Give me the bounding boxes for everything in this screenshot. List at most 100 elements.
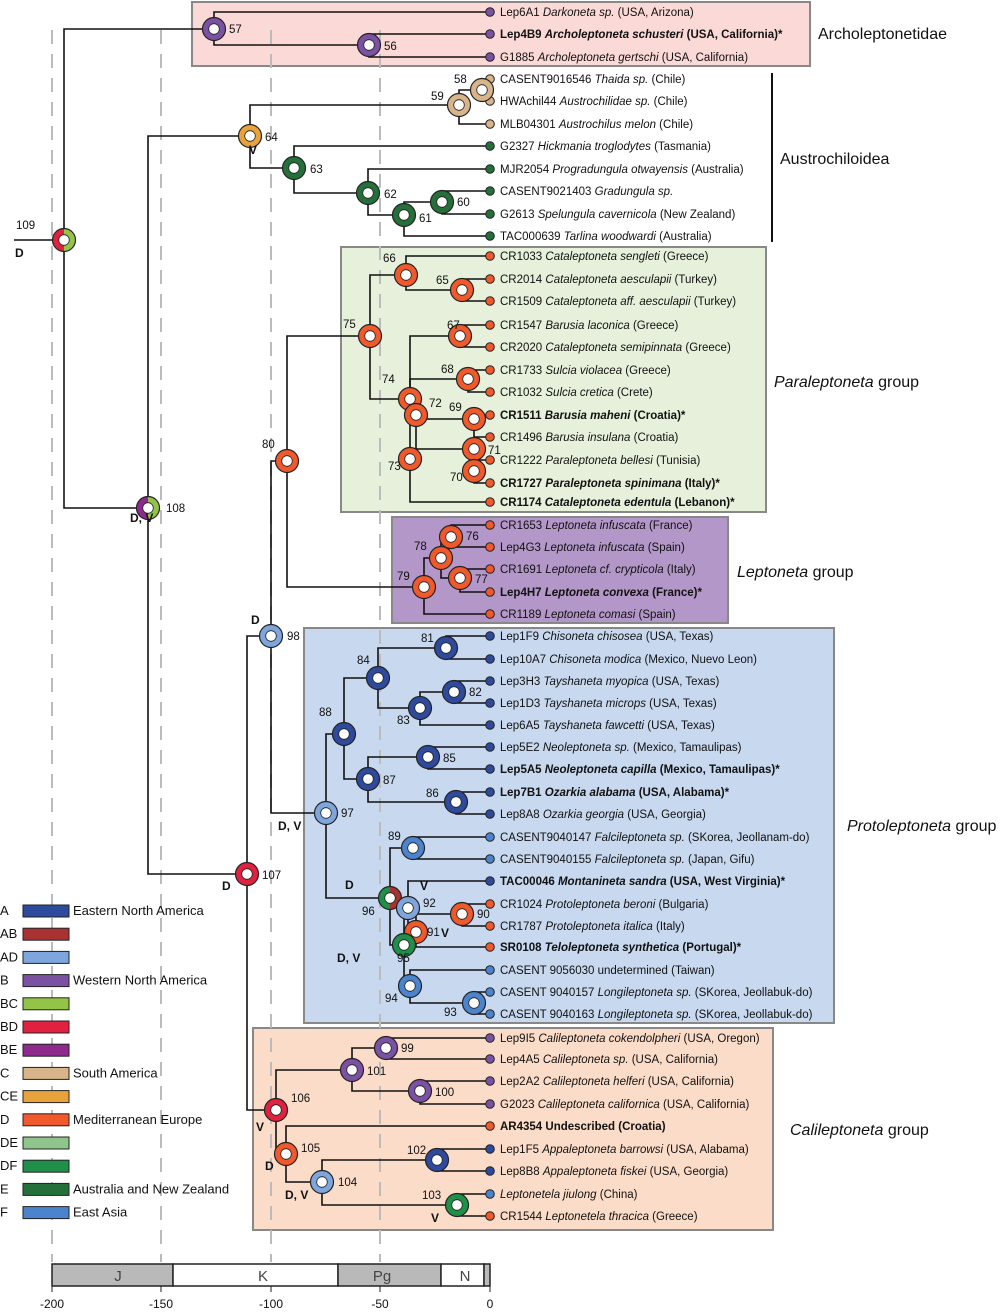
tip-dot [485, 164, 495, 174]
node-label: 75 [343, 319, 356, 331]
tip-label: CASENT9016546 Thaida sp. (Chile) [500, 74, 686, 86]
tip-dot [485, 141, 495, 151]
tip-dot [485, 209, 495, 219]
tip-label: Lep5A5 Neoleptoneta capilla (Mexico, Tam… [500, 764, 780, 776]
node-label: 93 [444, 1007, 457, 1019]
node-81 [433, 635, 459, 661]
tip-label: Lep6A1 Darkoneta sp. (USA, Arizona) [500, 7, 694, 19]
tree-branch [275, 1069, 352, 1110]
node-57 [201, 16, 227, 42]
legend-code: F [0, 1205, 8, 1220]
period-k [172, 1263, 339, 1287]
node-label: 97 [341, 808, 354, 820]
tip-label: MLB04301 Austrochilus melon (Chile) [500, 119, 693, 131]
node-67 [447, 323, 473, 349]
tip-dot [485, 698, 495, 708]
event-label: V [249, 143, 257, 157]
node-94 [397, 973, 423, 999]
tip-dot [485, 1211, 495, 1221]
node-label: 85 [443, 753, 456, 765]
tip-dot [485, 410, 495, 420]
legend-swatch [22, 1136, 70, 1150]
tip-dot [485, 832, 495, 842]
tip-label: AR4354 Undescribed (Croatia) [500, 1121, 666, 1133]
node-90 [449, 901, 475, 927]
legend-code: CE [0, 1089, 18, 1104]
tip-label: HWAchil44 Austrochilidae sp. (Chile) [500, 96, 688, 108]
tip-label: CR1691 Leptoneta cf. crypticola (Italy) [500, 564, 696, 576]
tick-label: -150 [149, 1297, 173, 1311]
node-label: 73 [388, 461, 401, 473]
geologic-timescale: J K Pg N -200 -150 -100 -50 0 [40, 1263, 494, 1311]
node-104 [309, 1169, 335, 1195]
node-label: 72 [429, 398, 442, 410]
legend-label: Western North America [73, 973, 208, 988]
tip-dot [485, 1166, 495, 1176]
period-q [483, 1263, 491, 1287]
node-64 [237, 123, 263, 149]
tip-dot [485, 987, 495, 997]
node-label: 82 [469, 687, 482, 699]
tip-label: CR1547 Barusia laconica (Greece) [500, 320, 679, 332]
node-105 [273, 1141, 299, 1167]
tip-label: CASENT9021403 Gradungula sp. [500, 186, 673, 198]
tip-dot [485, 742, 495, 752]
legend-label: East Asia [73, 1205, 128, 1220]
tip-dot [485, 365, 495, 375]
legend-swatch [22, 1066, 70, 1080]
node-label: 83 [397, 715, 410, 727]
node-label: 71 [488, 445, 501, 457]
tip-label: G2613 Spelungula cavernicola (New Zealan… [500, 209, 735, 221]
tip-label: Lep4G3 Leptoneta infuscata (Spain) [500, 542, 685, 554]
tree-branch [409, 459, 490, 503]
group-label-archoleptonetidae: Archoleptonetidae [818, 26, 947, 43]
tip-dot [485, 231, 495, 241]
tip-label: CR1727 Paraleptoneta spinimana (Italy)* [500, 478, 720, 490]
node-72 [403, 402, 429, 428]
tip-label: Lep1F5 Appaleptoneta barrowsi (USA, Alab… [500, 1144, 749, 1156]
tick-label: -100 [259, 1297, 283, 1311]
node-61 [391, 202, 417, 228]
legend-label: Eastern North America [73, 903, 205, 918]
tip-label: Lep8A8 Ozarkia georgia (USA, Georgia) [500, 809, 706, 821]
tip-dot [485, 876, 495, 886]
tip-dot [485, 965, 495, 975]
node-label: 74 [382, 374, 395, 386]
node-label: 96 [362, 906, 375, 918]
tip-label: SR0108 Teloleptoneta synthetica (Portuga… [500, 942, 742, 954]
tip-label: Lep8B8 Appaleptoneta fiskei (USA, Georgi… [500, 1166, 728, 1178]
tree-branch [249, 104, 459, 136]
node-98 [258, 623, 284, 649]
node-88 [331, 721, 357, 747]
tree-branch [286, 461, 424, 588]
tip-label: TAC000639 Tarlina woodwardi (Australia) [500, 231, 712, 243]
group-label-protoleptoneta: Protoleptoneta group [847, 818, 997, 835]
node-60 [429, 189, 455, 215]
node-75 [357, 323, 383, 349]
tip-label: Lep4H7 Leptoneta convexa (France)* [500, 587, 702, 599]
node-78 [428, 545, 454, 571]
tip-label: Lep1F9 Chisoneta chisosea (USA, Texas) [500, 631, 713, 643]
node-56 [356, 32, 382, 58]
tip-label: CASENT 9040157 Longileptoneta sp. (SKore… [500, 987, 813, 999]
node-label: 106 [291, 1093, 310, 1105]
tip-dot [485, 654, 495, 664]
event-label: V [441, 926, 449, 940]
legend-swatch [22, 1043, 70, 1057]
node-label: 92 [423, 898, 436, 910]
tip-dot [485, 1189, 495, 1199]
event-label: D [345, 878, 354, 892]
tip-label: CASENT9040155 Falcileptoneta sp. (Japan,… [500, 854, 755, 866]
legend-swatch [22, 1182, 70, 1196]
legend-code: BC [0, 996, 18, 1011]
legend-code: BD [0, 1019, 18, 1034]
tip-label: Lep9I5 Calileptoneta cokendolpheri (USA,… [500, 1033, 760, 1045]
tip-dot [485, 676, 495, 686]
node-label: 65 [436, 275, 449, 287]
node-84 [365, 665, 391, 691]
tip-label: CR1544 Leptonetela thracica (Greece) [500, 1211, 698, 1223]
event-label: D, V [337, 951, 360, 965]
node-label: 98 [287, 631, 300, 643]
tip-dot [485, 854, 495, 864]
node-76 [438, 524, 464, 550]
